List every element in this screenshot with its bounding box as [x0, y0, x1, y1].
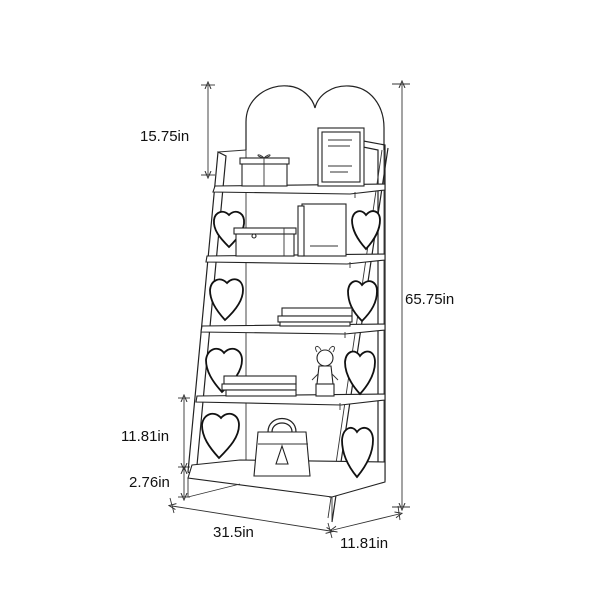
- figurine-head: [316, 349, 334, 367]
- book-icon: [279, 321, 351, 327]
- figurine-ears: [315, 345, 335, 353]
- gift-box-lid: [239, 157, 290, 165]
- book-icon: [277, 315, 353, 323]
- storage-box-body: [235, 231, 295, 257]
- width-label: 31.5in: [213, 524, 254, 541]
- storage-box: [233, 227, 297, 257]
- storage-box-knob: [251, 233, 257, 239]
- top-panel-height-label: 15.75in: [140, 128, 189, 145]
- figurine-base: [315, 383, 335, 397]
- heart-icon: [351, 210, 381, 251]
- book-stack-middle: [277, 307, 353, 327]
- figurine-arm: [311, 373, 319, 381]
- base-clearance-label: 2.76in: [129, 474, 170, 491]
- width-line: [172, 506, 330, 531]
- width-tick-left: [169, 497, 175, 514]
- book-icon: [317, 127, 365, 187]
- figurine-arm: [331, 373, 339, 381]
- heart-icon: [347, 280, 378, 323]
- book-icon: [221, 383, 297, 391]
- book-icon: [281, 307, 353, 317]
- heart-top-panel: [245, 85, 385, 150]
- standing-book-spine: [297, 205, 305, 257]
- heart-icon: [209, 278, 244, 322]
- book-icon: [297, 203, 347, 257]
- shelf-4: [195, 393, 386, 406]
- storage-box-lid: [233, 227, 297, 235]
- heart-icon: [201, 412, 240, 460]
- figurine-icon: [311, 345, 339, 397]
- standing-book: [301, 203, 347, 257]
- handbag-handle: [267, 417, 297, 433]
- handbag-tag: [275, 444, 289, 465]
- heart-icon: [344, 350, 376, 396]
- depth-tick-right: [397, 505, 401, 521]
- book-icon: [225, 389, 297, 397]
- heart-icon: [341, 426, 374, 479]
- framed-book-cover: [321, 131, 361, 183]
- right-front-edge: [331, 147, 389, 523]
- bookshelf: [187, 85, 389, 523]
- gift-box-icon: [239, 154, 290, 187]
- depth-label: 11.81in: [340, 535, 388, 552]
- heart-icon: [205, 347, 243, 394]
- figurine-body: [316, 365, 334, 385]
- dimension-lines: [169, 84, 410, 539]
- book-icon: [223, 375, 297, 385]
- shelf-spacing-label: 11.81in: [121, 428, 169, 445]
- depth-line: [333, 514, 399, 530]
- left-top-rail: [217, 149, 247, 153]
- handbag-icon: [253, 417, 311, 477]
- book-stack-lower: [221, 375, 297, 397]
- gift-box-body: [241, 161, 288, 187]
- base-foot-left: [187, 483, 241, 498]
- gift-box-bow: [257, 154, 271, 159]
- shelf-2: [205, 253, 386, 265]
- total-height-label: 65.75in: [405, 291, 454, 308]
- handbag-handle-inner: [271, 422, 293, 433]
- right-hearts: [341, 210, 381, 479]
